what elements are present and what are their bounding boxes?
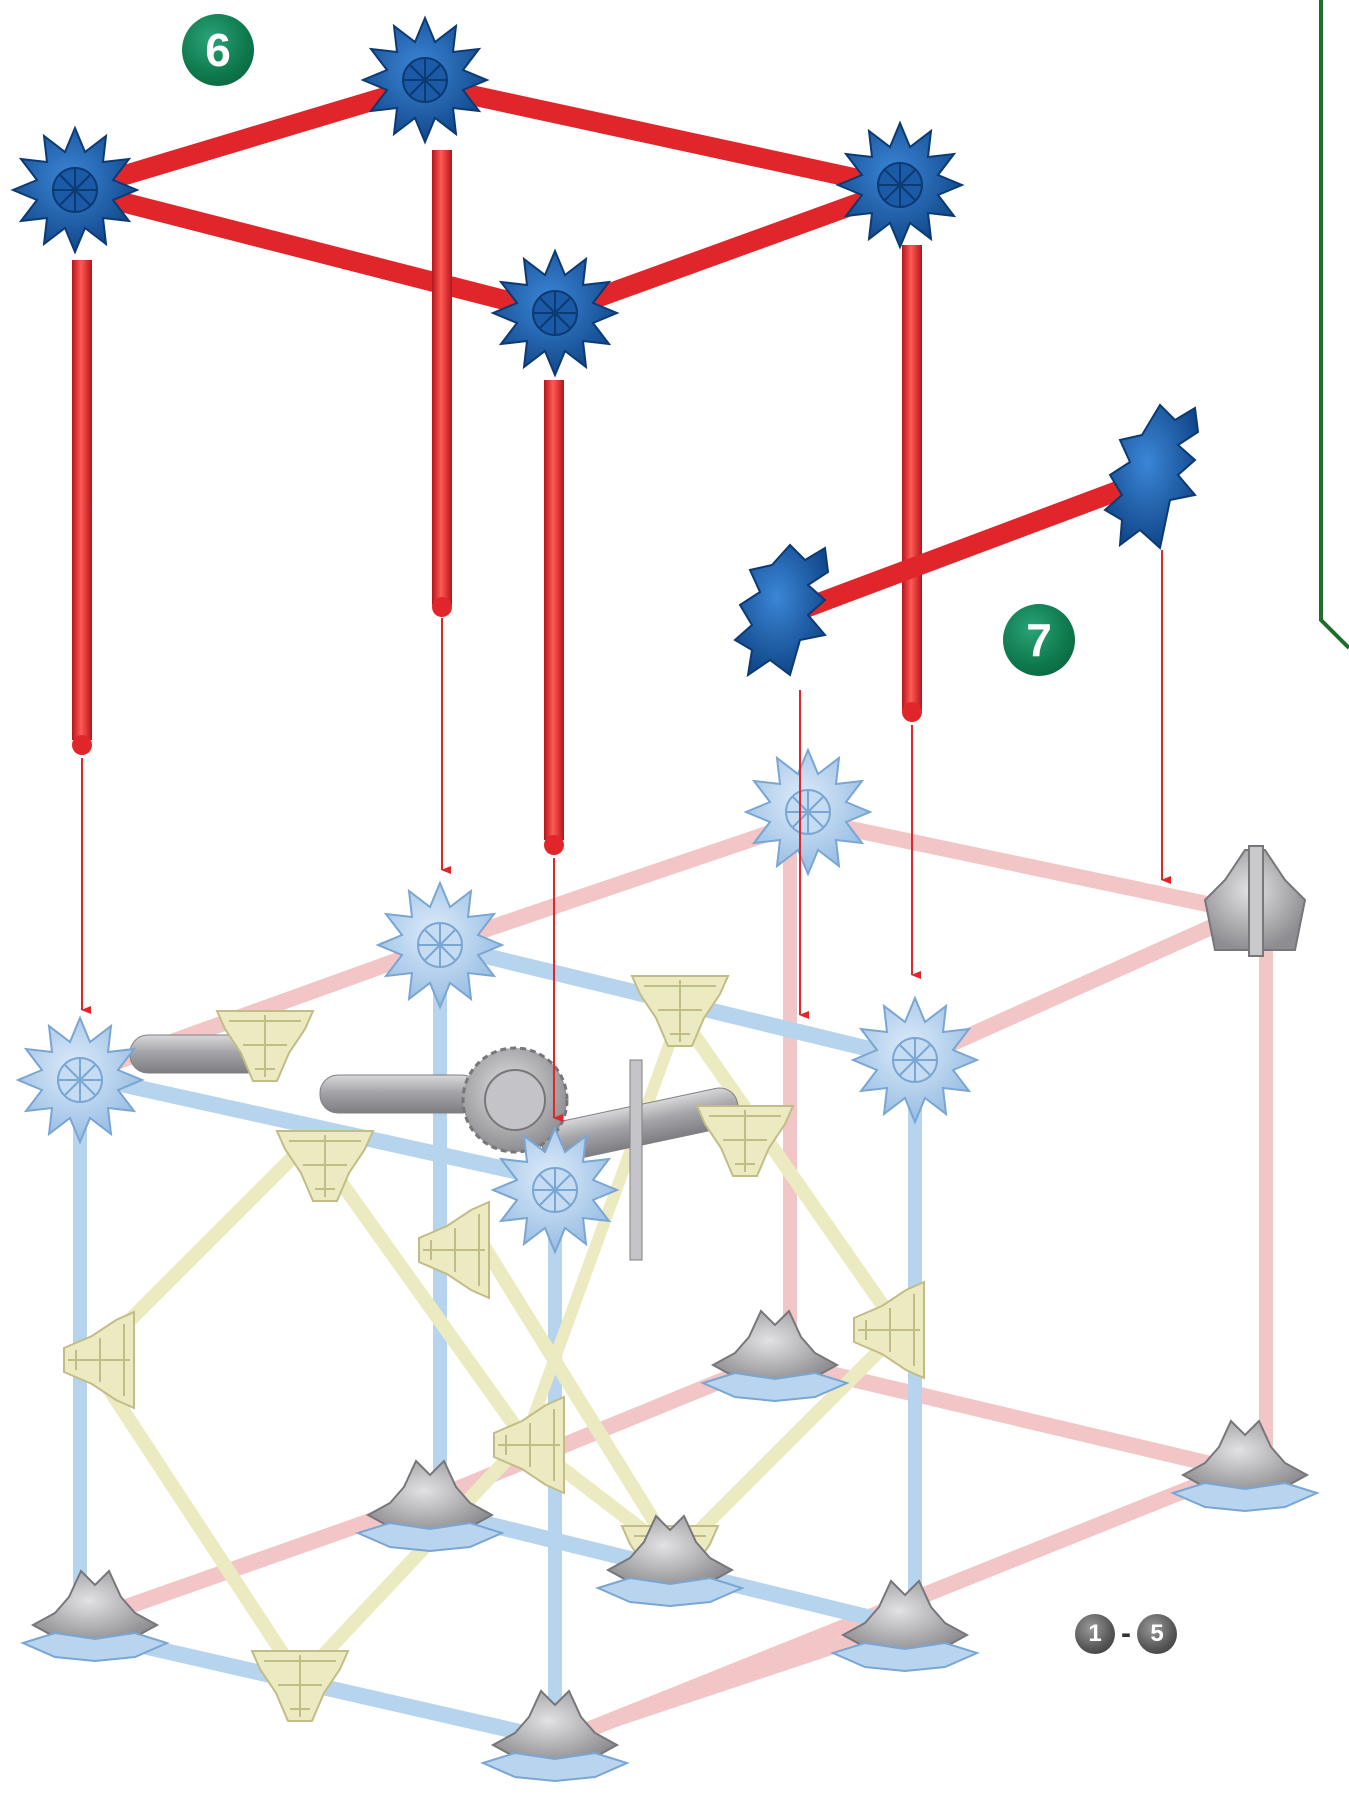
step6-new-connectors: [13, 18, 962, 375]
reference-separator: -: [1121, 1617, 1131, 1651]
half-connector-left: [735, 545, 828, 675]
grey-top-corner: [1205, 846, 1305, 956]
step-6-badge: 6: [182, 14, 254, 86]
step-7-badge: 7: [1003, 604, 1075, 676]
instruction-panel-border: [1321, 0, 1349, 648]
step6-new-frame: [72, 85, 922, 855]
reference-step-to: 5: [1137, 1614, 1177, 1654]
reference-steps: 1 - 5: [1075, 1612, 1177, 1656]
reference-step-from: 1: [1075, 1614, 1115, 1654]
pale-top-connectors: [18, 750, 977, 1252]
half-connector-right: [1105, 405, 1198, 548]
step7-new-rod: [800, 475, 1160, 610]
